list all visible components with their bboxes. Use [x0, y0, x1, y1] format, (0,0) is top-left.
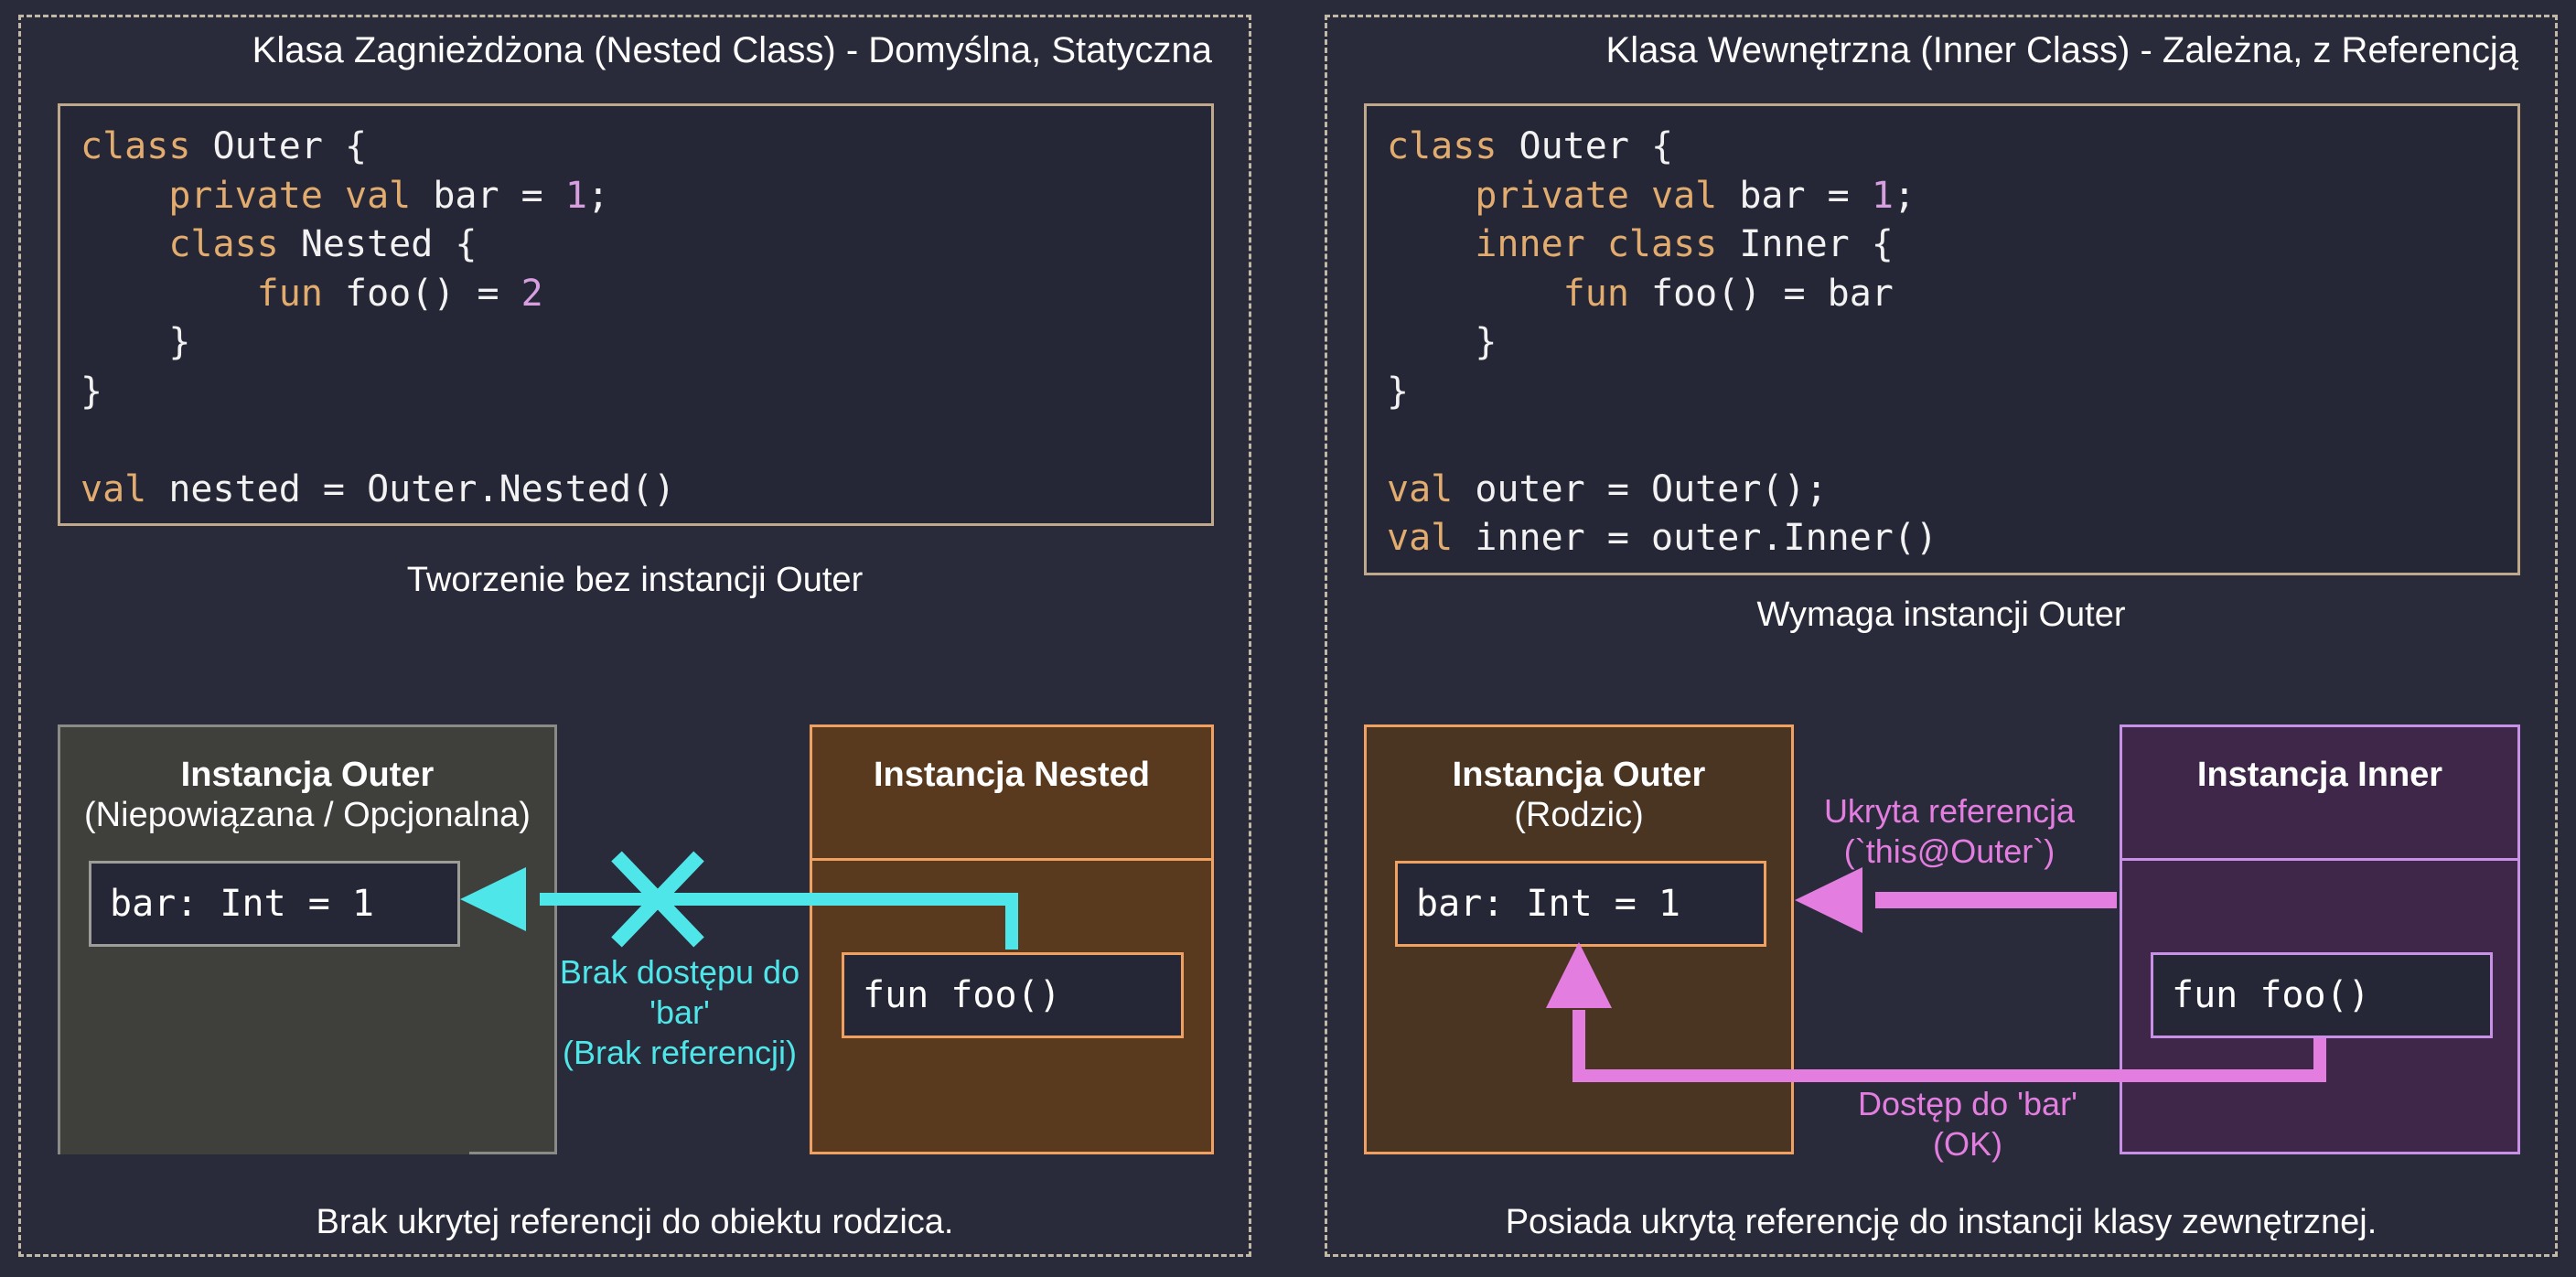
inner-instance: Instancja Inner [2120, 724, 2520, 1154]
code-line: private val bar = 1; [80, 172, 1191, 221]
code-token: private [168, 174, 323, 217]
code-token: bar = [411, 174, 565, 217]
code-token: } [80, 370, 103, 413]
code-token: Inner { [1717, 223, 1894, 265]
hidden-reference-label: Ukryta referencja (`this@Outer`) [1823, 792, 2076, 870]
nested-instance-title: Instancja Nested [874, 756, 1150, 794]
code-line: val nested = Outer.Nested() [80, 466, 1191, 515]
code-token: foo() = [322, 272, 521, 315]
no-access-label: Brak dostępu do 'bar' (Brak referencji) [559, 953, 800, 1071]
nested-class-panel: Klasa Zagnieżdżona (Nested Class) - Domy… [18, 15, 1251, 1257]
code-token: Outer { [1497, 125, 1674, 167]
code-token: class [168, 223, 279, 265]
code-token: inner = outer.Inner() [1453, 517, 1938, 559]
inner-caption: Wymaga instancji Outer [1756, 596, 2126, 634]
code-token: ; [586, 174, 610, 217]
access-ok-label: Dostęp do 'bar' (OK) [1858, 1085, 2077, 1163]
code-line: fun foo() = bar [1387, 270, 2497, 319]
nested-footer: Brak ukrytej referencji do obiektu rodzi… [316, 1203, 954, 1241]
access-ok-arrow-line [1572, 1010, 2326, 1082]
nested-code-block: class Outer { private val bar = 1; class… [58, 103, 1214, 526]
cross-icon [611, 851, 704, 948]
code-token: outer = Outer(); [1453, 467, 1828, 510]
no-access-arrow [460, 851, 1018, 950]
code-token: class [80, 125, 191, 167]
inner-outer-field: bar: Int = 1 [1395, 861, 1766, 947]
nested-outer-title: Instancja Outer [180, 756, 435, 794]
access-ok-arrow [1546, 942, 2326, 1082]
code-line: } [1387, 368, 2497, 417]
code-token: bar = [1717, 174, 1872, 217]
hidden-reference-arrow-head [1795, 867, 1862, 933]
code-line: class Nested { [80, 220, 1191, 270]
code-line: } [80, 368, 1191, 417]
code-line: } [1387, 318, 2497, 368]
code-token: } [1387, 321, 1497, 363]
code-token: 2 [521, 272, 543, 315]
inner-code-block: class Outer { private val bar = 1; inner… [1364, 103, 2520, 575]
code-token: Nested { [278, 223, 478, 265]
code-line: val inner = outer.Inner() [1387, 514, 2497, 563]
inner-panel-title: Klasa Wewnętrzna (Inner Class) - Zależna… [1605, 30, 2518, 70]
access-ok-arrow-head [1546, 942, 1612, 1008]
inner-class-panel: Klasa Wewnętrzna (Inner Class) - Zależna… [1325, 15, 2558, 1257]
code-token: private [1475, 174, 1629, 217]
code-token: 1 [1871, 174, 1894, 217]
code-line: private val bar = 1; [1387, 172, 2497, 221]
code-token: val [1387, 467, 1454, 510]
nested-code: class Outer { private val bar = 1; class… [60, 106, 1211, 531]
code-token: val [1651, 174, 1718, 217]
code-token: nested = Outer.Nested() [146, 467, 676, 510]
code-line: inner class Inner { [1387, 220, 2497, 270]
inner-code: class Outer { private val bar = 1; inner… [1367, 106, 2517, 580]
code-token: val [1387, 517, 1454, 559]
code-token: val [80, 467, 147, 510]
code-line: val outer = Outer(); [1387, 466, 2497, 515]
inner-outer-title: Instancja Outer [1452, 756, 1706, 794]
code-token: 1 [564, 174, 587, 217]
code-token: inner class [1475, 223, 1718, 265]
code-token: Outer { [190, 125, 368, 167]
code-token: class [1387, 125, 1497, 167]
code-line: } [80, 318, 1191, 368]
code-token: foo() = bar [1628, 272, 1894, 315]
code-token: } [1387, 370, 1410, 413]
nested-caption: Tworzenie bez instancji Outer [406, 561, 864, 599]
code-token: fun [1562, 272, 1629, 315]
no-access-arrow-line [540, 893, 1018, 950]
code-line: class Outer { [1387, 123, 2497, 172]
inner-method-box: fun foo() [2151, 952, 2493, 1038]
hidden-reference-arrow [1795, 867, 2117, 933]
no-access-arrow-head [460, 867, 526, 931]
code-token: ; [1893, 174, 1916, 217]
nested-outer-field: bar: Int = 1 [89, 861, 460, 947]
nested-outer-subtitle: (Niepowiązana / Opcjonalna) [84, 796, 531, 834]
nested-method-box: fun foo() [842, 952, 1184, 1038]
nested-panel-title: Klasa Zagnieżdżona (Nested Class) - Domy… [252, 30, 1212, 70]
inner-outer-subtitle: (Rodzic) [1514, 796, 1644, 834]
inner-instance-title: Instancja Inner [2196, 756, 2443, 794]
code-token: val [345, 174, 412, 217]
inner-footer: Posiada ukrytą referencję do instancji k… [1505, 1203, 2377, 1241]
code-token: } [80, 321, 191, 363]
code-line: class Outer { [80, 123, 1191, 172]
code-token: fun [256, 272, 323, 315]
code-line: fun foo() = 2 [80, 270, 1191, 319]
